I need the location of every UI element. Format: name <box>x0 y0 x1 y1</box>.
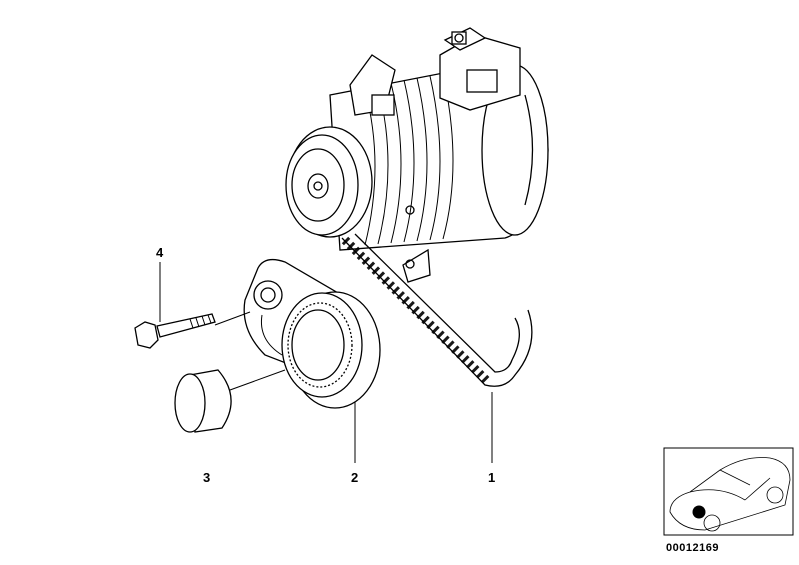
callout-3: 3 <box>203 470 211 485</box>
callout-2: 2 <box>351 470 359 485</box>
vehicle-location-inset <box>663 447 794 536</box>
callout-4: 4 <box>156 245 164 260</box>
leader-lines <box>159 262 493 463</box>
location-marker <box>692 505 706 519</box>
bolt <box>134 313 216 349</box>
ac-compressor <box>285 27 549 283</box>
callout-1: 1 <box>488 470 496 485</box>
pulley-cap <box>174 369 232 433</box>
drive-belt <box>341 233 533 387</box>
tensioner-pulley <box>243 258 381 409</box>
reference-number: 00012169 <box>666 542 719 554</box>
